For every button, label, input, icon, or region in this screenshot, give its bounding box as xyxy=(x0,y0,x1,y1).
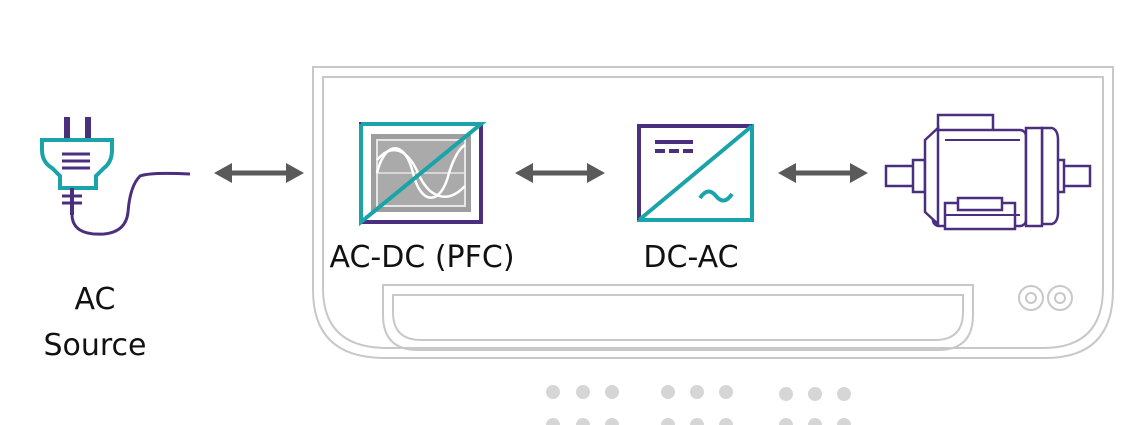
arrow-source-to-pfc xyxy=(214,163,304,183)
arrow-inverter-to-motor xyxy=(778,163,868,183)
inverter-stage-label: DC-AC xyxy=(643,240,739,275)
arrow-pfc-to-inverter xyxy=(515,163,605,183)
decorative-dots xyxy=(546,385,851,425)
source-label-line2: Source xyxy=(43,328,147,363)
system-housing xyxy=(312,66,1114,359)
power-plug-icon xyxy=(40,117,191,236)
housing-handle xyxy=(382,284,974,351)
dc-ac-inverter-icon xyxy=(637,124,754,222)
pfc-stage-label: AC-DC (PFC) xyxy=(329,240,515,275)
connector-arrows xyxy=(214,163,868,183)
electric-motor-icon xyxy=(884,113,1092,231)
housing-knob-left xyxy=(1018,285,1044,311)
waveform-monitor-icon xyxy=(359,122,487,227)
source-label-line1: AC xyxy=(74,282,116,317)
housing-knob-right xyxy=(1047,285,1073,311)
